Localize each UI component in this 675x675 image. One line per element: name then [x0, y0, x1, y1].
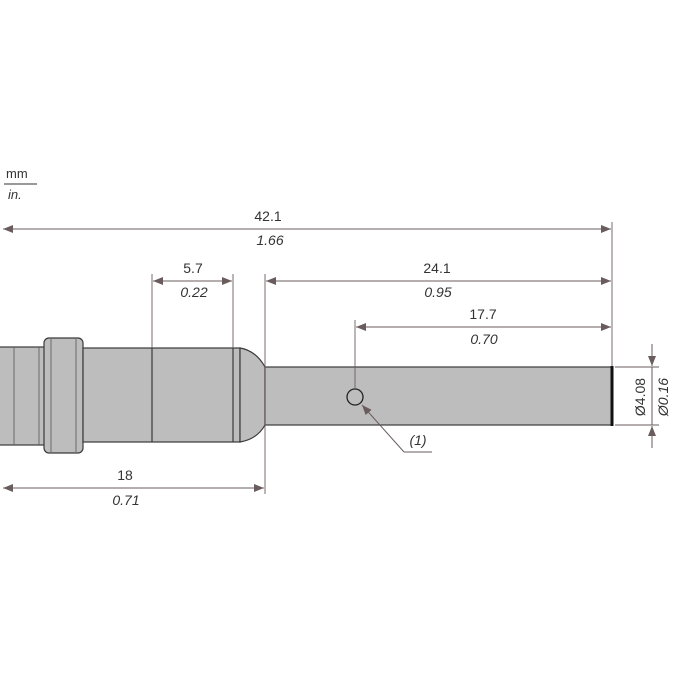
callout-1: (1) [361, 404, 432, 453]
dimension-thread-length: 18 0.71 [3, 467, 264, 508]
dimension-mm-label: 17.7 [469, 306, 496, 322]
probe-rod [264, 366, 613, 426]
dimension-in-label: 0.95 [424, 284, 451, 300]
dimension-rod-length: 24.1 0.95 [266, 260, 611, 300]
threaded-section [0, 346, 47, 446]
dimension-groove-width: 5.7 0.22 [153, 260, 232, 300]
main-barrel [82, 347, 241, 443]
dimension-in-label: 0.71 [112, 492, 139, 508]
dimension-rod-diameter: Ø4.08 Ø0.16 [632, 344, 671, 448]
unit-legend: mm in. [4, 166, 37, 202]
callout-leader-line [361, 404, 405, 453]
callout-label: (1) [409, 432, 426, 448]
unit-primary: mm [6, 166, 28, 181]
unit-secondary: in. [8, 187, 22, 202]
sensor-body [0, 337, 614, 454]
dimension-mm-label: 5.7 [183, 260, 203, 276]
taper-section [239, 347, 266, 443]
dimension-mm-label: 24.1 [423, 260, 450, 276]
dimension-in-label: 0.70 [470, 331, 497, 347]
dimension-mm-label: Ø4.08 [632, 378, 648, 416]
dimension-in-label: 0.22 [180, 284, 207, 300]
dimension-mm-label: 18 [117, 467, 133, 483]
dimension-overall-length: 42.1 1.66 [3, 208, 611, 248]
dimension-mm-label: 42.1 [254, 208, 281, 224]
dimension-in-label: Ø0.16 [655, 378, 671, 417]
dimension-marker-to-end: 17.7 0.70 [356, 306, 611, 347]
dimension-in-label: 1.66 [256, 232, 283, 248]
locking-nut [43, 337, 84, 454]
